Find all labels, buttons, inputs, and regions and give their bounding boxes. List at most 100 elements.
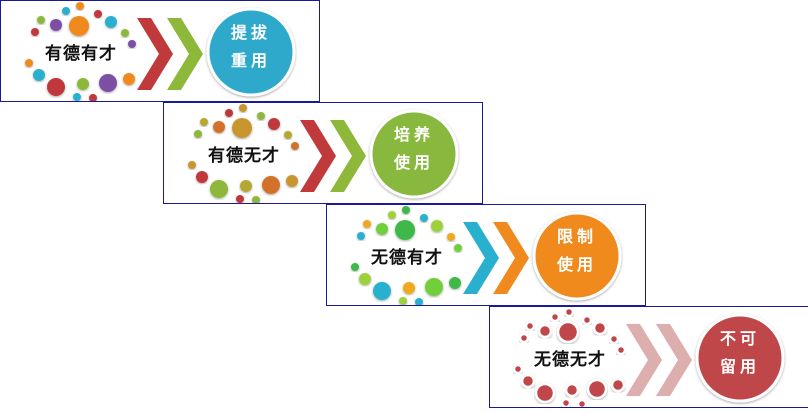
decor-dot xyxy=(47,78,65,96)
category-label: 有德有才 xyxy=(45,44,117,64)
result-text: 提拔重用 xyxy=(216,19,286,75)
decor-dot xyxy=(232,118,252,138)
decor-dot xyxy=(196,171,208,183)
chevron-arrow-icon xyxy=(463,222,499,294)
decor-dot xyxy=(534,382,556,404)
result-text: 限制使用 xyxy=(542,223,612,279)
result-line: 培养 xyxy=(393,125,434,144)
result-line: 限制 xyxy=(556,227,597,246)
decor-dot xyxy=(77,78,89,90)
decor-dot xyxy=(99,74,117,92)
chevron-arrow-icon xyxy=(493,222,529,294)
decor-dot xyxy=(376,223,388,235)
decor-dot xyxy=(213,121,225,133)
decor-dot xyxy=(586,378,608,400)
chevron-arrow-icon xyxy=(656,324,692,396)
decor-dot xyxy=(520,373,536,389)
decor-dot xyxy=(200,118,208,126)
decor-dot xyxy=(359,273,371,285)
decor-dot xyxy=(388,211,396,219)
decor-dot xyxy=(94,10,102,18)
decor-dot xyxy=(563,307,575,318)
decor-dot xyxy=(33,69,45,81)
decor-dot xyxy=(581,314,593,326)
decor-dot xyxy=(454,244,462,252)
decor-dot xyxy=(121,29,129,37)
decor-dot xyxy=(564,382,580,398)
decor-dot xyxy=(357,232,365,240)
decor-dot xyxy=(210,180,228,198)
result-line: 留用 xyxy=(719,357,760,376)
decor-dot xyxy=(240,180,252,192)
decor-dot xyxy=(610,377,626,393)
category-label: 无德无才 xyxy=(534,350,606,370)
decor-dot xyxy=(69,16,89,36)
result-line: 使用 xyxy=(556,255,597,274)
decor-dot xyxy=(252,196,260,203)
result-line: 提拔 xyxy=(230,23,271,42)
step-box: 有德无才 培养使用 xyxy=(163,102,483,204)
decor-dot xyxy=(194,130,202,138)
decor-dot xyxy=(105,16,117,28)
decor-dot xyxy=(73,93,81,101)
decor-dot xyxy=(447,233,455,241)
chevron-arrow-icon xyxy=(330,120,366,192)
decor-dot xyxy=(291,142,299,150)
chevron-arrow-icon xyxy=(300,120,336,192)
decor-dot xyxy=(420,214,428,222)
decor-dot xyxy=(431,220,443,232)
decor-dot xyxy=(257,112,265,120)
decor-dot xyxy=(128,40,136,48)
step-box: 有德有才 提拔重用 xyxy=(0,0,320,102)
decor-dot xyxy=(89,94,97,101)
result-circle xyxy=(369,109,459,199)
decor-dot xyxy=(403,282,415,294)
decor-dot xyxy=(31,28,39,36)
result-line: 不可 xyxy=(719,329,760,348)
result-circle xyxy=(695,313,785,403)
category-label: 无德有才 xyxy=(371,248,443,268)
decor-dot xyxy=(425,278,443,296)
decor-dot xyxy=(576,398,588,407)
decor-dot xyxy=(549,311,561,323)
step-box: 无德无才 不可留用 xyxy=(489,306,808,408)
decor-dot xyxy=(25,59,33,67)
category-label: 有德无才 xyxy=(208,146,280,166)
decor-dot xyxy=(518,332,530,344)
decor-dot xyxy=(284,131,292,139)
result-line: 重用 xyxy=(230,51,271,70)
decor-dot xyxy=(76,2,84,10)
decor-dot xyxy=(524,320,536,332)
decor-dot xyxy=(239,104,247,112)
decor-dot xyxy=(395,220,415,240)
decor-dot xyxy=(560,397,572,407)
decor-dot xyxy=(268,118,280,130)
result-text: 不可留用 xyxy=(705,325,775,381)
decor-dot xyxy=(592,320,608,336)
decor-dot xyxy=(615,344,627,356)
decor-dot xyxy=(286,175,298,187)
decor-dot xyxy=(402,206,410,214)
decor-dot xyxy=(123,73,135,85)
chevron-arrow-icon xyxy=(167,18,203,90)
result-circle xyxy=(532,211,622,301)
decor-dot xyxy=(512,363,524,375)
step-box: 无德有才 限制使用 xyxy=(326,204,646,306)
result-circle xyxy=(206,7,296,97)
decor-dot xyxy=(556,320,580,344)
decor-dot xyxy=(399,297,407,305)
chevron-arrow-icon xyxy=(626,324,662,396)
result-text: 培养使用 xyxy=(379,121,449,177)
decor-dot xyxy=(537,323,553,339)
result-line: 使用 xyxy=(393,153,434,172)
decor-dot xyxy=(236,195,244,203)
decor-dot xyxy=(62,7,70,15)
decor-dot xyxy=(225,109,233,117)
decor-dot xyxy=(50,19,62,31)
decor-dot xyxy=(262,176,280,194)
decor-dot xyxy=(373,282,391,300)
decor-dot xyxy=(188,161,196,169)
decor-dot xyxy=(608,333,620,345)
decor-dot xyxy=(415,298,423,305)
decor-dot xyxy=(363,220,371,228)
